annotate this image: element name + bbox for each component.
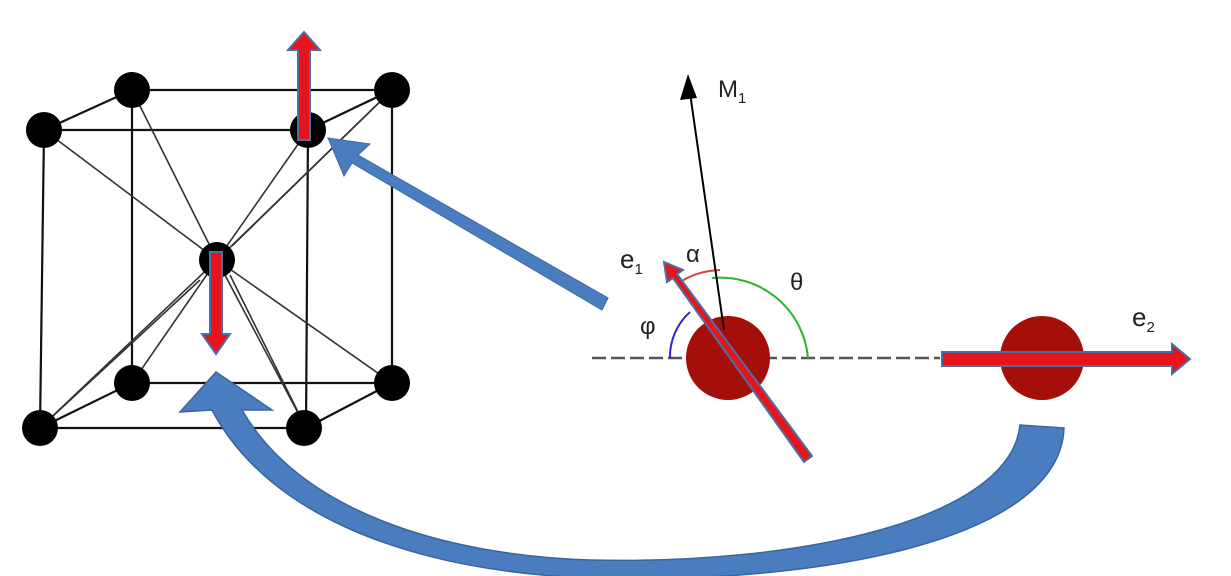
lattice-edge (304, 129, 310, 429)
m1-arrowhead-icon (680, 74, 697, 100)
e1-spin-arrow-icon (662, 260, 814, 464)
atom (114, 72, 150, 108)
spin-up-arrow-icon (285, 30, 323, 141)
atom (374, 365, 410, 401)
theta-label: θ (790, 269, 803, 296)
spin-down-arrow-icon (200, 251, 232, 356)
curved-flow-arrow-icon (178, 371, 1065, 576)
atom (286, 410, 322, 446)
lattice-atoms (22, 72, 410, 446)
alpha-arc (679, 269, 721, 283)
atom (26, 112, 62, 148)
e1-label: e1 (620, 244, 643, 278)
atom (374, 72, 410, 108)
phi-label: φ (640, 313, 656, 340)
theta-arc (711, 276, 809, 359)
alpha-label: α (686, 241, 700, 268)
e2-label: e2 (1132, 302, 1155, 336)
mapping-arrow-icon (327, 137, 609, 311)
phi-arc (668, 311, 691, 359)
m1-label: M1 (718, 76, 746, 107)
lattice-edge (38, 129, 46, 429)
body-diagonals (39, 89, 393, 429)
atom (22, 410, 58, 446)
m1-vector (688, 85, 725, 331)
e2-spin-arrow-icon (941, 341, 1192, 377)
atom (114, 365, 150, 401)
